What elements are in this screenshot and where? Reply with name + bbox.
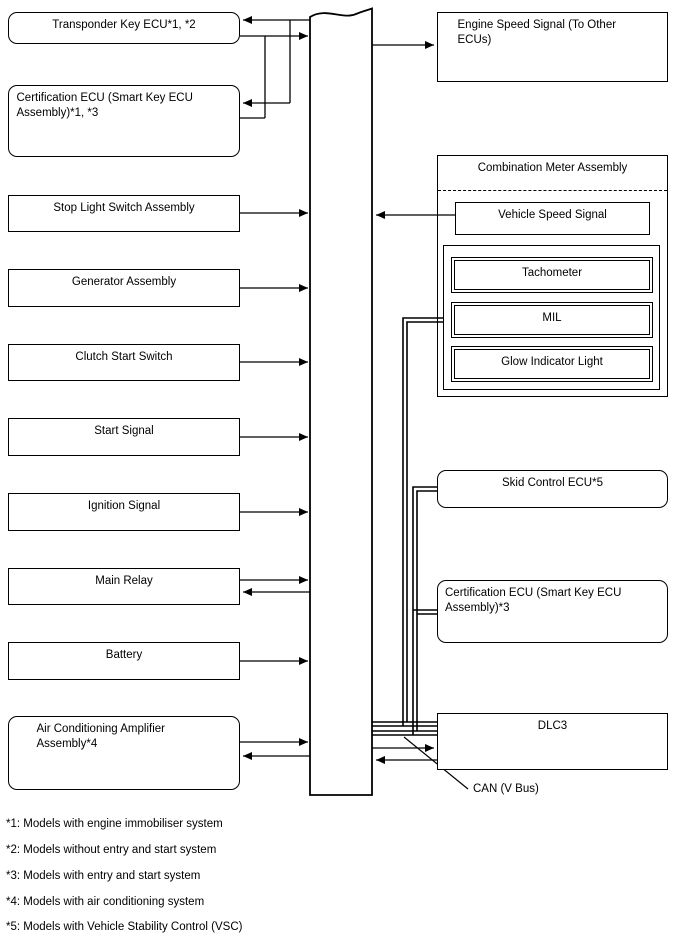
box-transponder-key-ecu-label: Transponder Key ECU*1, *2 xyxy=(52,19,196,31)
box-ignition-signal-label: Ignition Signal xyxy=(87,500,161,512)
box-certification-ecu-right: Certification ECU (Smart Key ECU Assembl… xyxy=(437,580,668,643)
box-stop-light-switch: Stop Light Switch Assembly xyxy=(8,195,240,232)
footnote-1: *1: Models with engine immobiliser syste… xyxy=(6,818,223,830)
box-tachometer: Tachometer xyxy=(451,257,653,293)
box-glow-indicator: Glow Indicator Light xyxy=(451,346,653,382)
box-mil-label: MIL xyxy=(542,312,562,324)
footnote-2: *2: Models without entry and start syste… xyxy=(6,844,217,856)
box-skid-control-ecu-label: Skid Control ECU*5 xyxy=(502,477,603,489)
box-combination-meter: Combination Meter Assembly xyxy=(437,155,668,397)
box-generator-assembly: Generator Assembly xyxy=(8,269,240,307)
can-trunk-b-outer xyxy=(412,486,437,735)
can-label-leader-line xyxy=(403,736,469,790)
box-glow-indicator-label: Glow Indicator Light xyxy=(501,356,603,368)
footnote-5: *5: Models with Vehicle Stability Contro… xyxy=(6,921,243,933)
box-certification-ecu-left: Certification ECU (Smart Key ECU Assembl… xyxy=(8,85,240,157)
box-ignition-signal: Ignition Signal xyxy=(8,493,240,531)
box-tachometer-label: Tachometer xyxy=(521,267,583,279)
box-engine-speed-signal: Engine Speed Signal (To Other ECUs) xyxy=(437,12,668,82)
meter-title-separator xyxy=(438,190,667,191)
box-dlc3: DLC3 xyxy=(437,713,668,770)
box-battery: Battery xyxy=(8,642,240,680)
box-skid-control-ecu: Skid Control ECU*5 xyxy=(437,470,668,508)
signal-lines xyxy=(240,16,455,764)
can-trunk-a-outer xyxy=(402,317,443,726)
box-certification-ecu-left-label: Certification ECU (Smart Key ECU Assembl… xyxy=(16,92,193,119)
can-trunk-a-inner xyxy=(406,321,443,722)
ecm-box xyxy=(309,7,373,796)
box-start-signal-label: Start Signal xyxy=(94,425,154,437)
box-transponder-key-ecu: Transponder Key ECU*1, *2 xyxy=(8,12,240,44)
box-battery-label: Battery xyxy=(105,649,143,661)
box-mil: MIL xyxy=(451,302,653,338)
can-bus-lines xyxy=(372,317,443,736)
footnote-4: *4: Models with air conditioning system xyxy=(6,896,205,908)
can-bus-label: CAN (V Bus) xyxy=(473,783,539,795)
box-ac-amplifier-label: Air Conditioning Amplifier Assembly*4 xyxy=(36,723,165,750)
box-main-relay-label: Main Relay xyxy=(95,575,153,587)
can-trunk-b-inner xyxy=(416,490,437,731)
box-vehicle-speed-signal: Vehicle Speed Signal xyxy=(455,202,650,235)
box-ac-amplifier: Air Conditioning Amplifier Assembly*4 xyxy=(8,716,240,790)
box-certification-ecu-right-label: Certification ECU (Smart Key ECU Assembl… xyxy=(445,587,622,614)
footnote-3: *3: Models with entry and start system xyxy=(6,870,201,882)
box-clutch-start-switch-label: Clutch Start Switch xyxy=(75,351,173,363)
box-clutch-start-switch: Clutch Start Switch xyxy=(8,344,240,381)
box-main-relay: Main Relay xyxy=(8,568,240,605)
box-engine-speed-signal-label: Engine Speed Signal (To Other ECUs) xyxy=(457,19,617,46)
box-vehicle-speed-signal-label: Vehicle Speed Signal xyxy=(498,209,607,221)
box-start-signal: Start Signal xyxy=(8,418,240,456)
box-stop-light-switch-label: Stop Light Switch Assembly xyxy=(53,202,195,214)
box-dlc3-label: DLC3 xyxy=(537,720,568,732)
box-combination-meter-label: Combination Meter Assembly xyxy=(477,162,628,174)
box-generator-assembly-label: Generator Assembly xyxy=(71,276,177,288)
